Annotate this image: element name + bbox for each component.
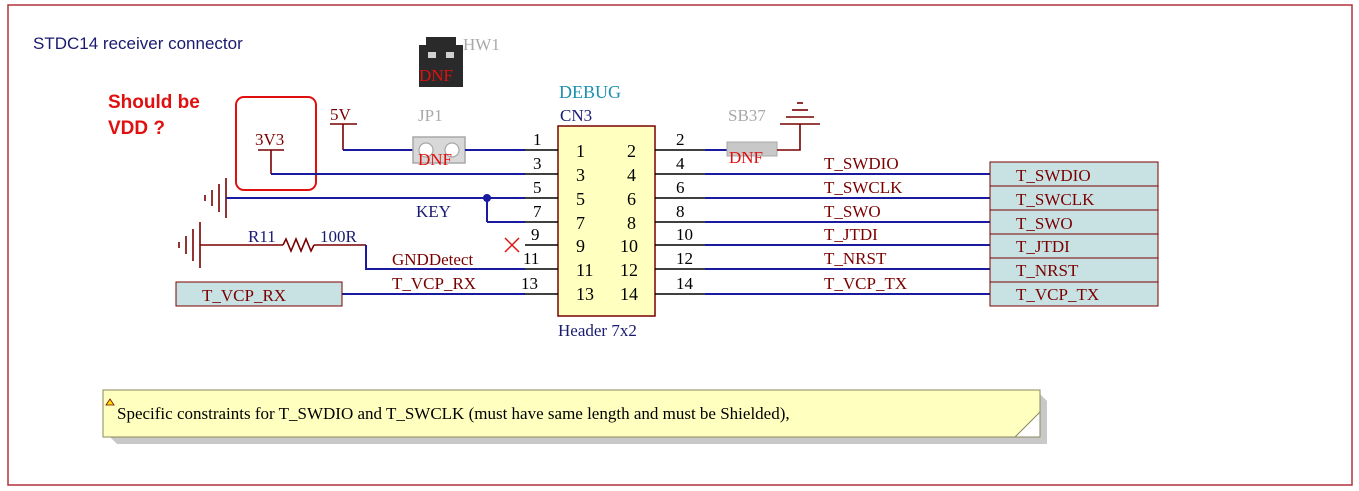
port-label: T_NRST bbox=[1016, 261, 1079, 280]
connector-value: Header 7x2 bbox=[558, 321, 637, 340]
hw1-ref: HW1 bbox=[463, 35, 500, 54]
wire-number: 8 bbox=[676, 202, 685, 221]
pin-number: 13 bbox=[576, 284, 594, 304]
hw1-jumper-cap-icon bbox=[419, 37, 463, 87]
net-label: T_VCP_TX bbox=[824, 274, 907, 293]
port-t-vcp-tx bbox=[989, 281, 1159, 307]
wire-number: 14 bbox=[676, 274, 694, 293]
pin-number: 4 bbox=[627, 165, 636, 185]
note-text: Specific constraints for T_SWDIO and T_S… bbox=[117, 404, 790, 423]
pin-number: 8 bbox=[627, 213, 636, 233]
r11-ref: R11 bbox=[248, 227, 276, 246]
net-label: T_NRST bbox=[824, 249, 887, 268]
port-label: T_VCP_TX bbox=[1016, 285, 1099, 304]
pin-number: 6 bbox=[627, 189, 636, 209]
port-label: T_SWCLK bbox=[1016, 190, 1095, 209]
sb37-dnf: DNF bbox=[729, 148, 763, 167]
pin-number: 10 bbox=[620, 236, 638, 256]
pin-number: 14 bbox=[620, 284, 638, 304]
net-label: T_SWCLK bbox=[824, 178, 903, 197]
wire-number: 4 bbox=[676, 154, 685, 173]
sheet-frame bbox=[7, 4, 1353, 486]
jp1-ref: JP1 bbox=[418, 106, 443, 125]
connector-body bbox=[557, 125, 656, 317]
pin-number: 7 bbox=[576, 213, 585, 233]
pin-number: 1 bbox=[576, 141, 585, 161]
power-5v: 5V bbox=[330, 105, 357, 150]
constraint-note: Specific constraints for T_SWDIO and T_S… bbox=[102, 389, 1047, 444]
power-3v3: 3V3 bbox=[255, 130, 284, 174]
port-t-jtdi bbox=[989, 233, 1159, 259]
right-port-labels: T_SWDIO T_SWCLK T_SWO T_JTDI T_NRST T_VC… bbox=[1016, 166, 1099, 304]
sheet-title: STDC14 receiver connector bbox=[33, 34, 243, 53]
pin-stubs bbox=[525, 149, 705, 295]
left-wire-numbers: 1 3 5 7 9 11 13 bbox=[521, 130, 542, 293]
ground-icon-r11 bbox=[178, 222, 201, 268]
port-t-swo bbox=[989, 209, 1159, 235]
right-net-labels: T_SWDIO T_SWCLK T_SWO T_JTDI T_NRST T_VC… bbox=[824, 154, 907, 293]
connector-function: DEBUG bbox=[559, 82, 621, 102]
pin-number: 12 bbox=[620, 260, 638, 280]
power-3v3-label: 3V3 bbox=[255, 130, 284, 149]
vcp-rx-net-label: T_VCP_RX bbox=[392, 274, 476, 293]
jp1-dnf: DNF bbox=[418, 150, 452, 169]
wire-number: 13 bbox=[521, 274, 538, 293]
pin-number: 2 bbox=[627, 141, 636, 161]
sb37-ref: SB37 bbox=[728, 106, 766, 125]
vdd-question-note: Should be VDD ? bbox=[108, 92, 317, 191]
pin-number: 11 bbox=[576, 260, 593, 280]
highlight-box bbox=[235, 96, 317, 191]
note-line-1: Should be bbox=[108, 92, 200, 113]
wire-number: 5 bbox=[533, 178, 542, 197]
connector-left-pins: 1 3 5 7 9 11 13 bbox=[576, 141, 594, 304]
net-label: T_SWDIO bbox=[824, 154, 899, 173]
pin-number: 9 bbox=[576, 236, 585, 256]
no-connect-icon bbox=[504, 237, 520, 253]
wire-number: 11 bbox=[523, 249, 539, 268]
right-ports bbox=[989, 161, 1159, 307]
port-t-vcp-rx-label: T_VCP_RX bbox=[202, 286, 286, 305]
port-label: T_SWO bbox=[1016, 214, 1073, 233]
port-t-vcp-rx: T_VCP_RX bbox=[175, 281, 343, 307]
sb37-solder-bridge bbox=[726, 141, 778, 157]
connector-refdes: CN3 bbox=[560, 106, 592, 125]
key-net-label: KEY bbox=[416, 202, 451, 221]
port-label: T_JTDI bbox=[1016, 237, 1070, 256]
connector-cn3: DEBUG CN3 Header 7x2 bbox=[557, 82, 656, 340]
connector-right-pins: 2 4 6 8 10 12 14 bbox=[620, 141, 638, 304]
pin-number: 3 bbox=[576, 165, 585, 185]
gnddetect-net-label: GNDDetect bbox=[392, 250, 473, 269]
pin-number: 5 bbox=[576, 189, 585, 209]
port-label: T_SWDIO bbox=[1016, 166, 1091, 185]
jp1-jumper bbox=[412, 136, 466, 164]
power-5v-label: 5V bbox=[330, 105, 352, 124]
wire-number: 12 bbox=[676, 249, 693, 268]
net-label: T_SWO bbox=[824, 202, 881, 221]
right-wire-numbers: 2 4 6 8 10 12 14 bbox=[676, 130, 694, 293]
resistor-r11-icon bbox=[282, 236, 315, 254]
right-wires bbox=[705, 173, 990, 295]
wire-number: 7 bbox=[533, 202, 542, 221]
ground-icon-sb37 bbox=[777, 102, 820, 151]
wire-number: 1 bbox=[533, 130, 542, 149]
wire-number: 3 bbox=[533, 154, 542, 173]
wire-number: 6 bbox=[676, 178, 685, 197]
wire-number: 10 bbox=[676, 225, 693, 244]
wire-number: 2 bbox=[676, 130, 685, 149]
port-t-swclk bbox=[989, 185, 1159, 211]
hw1-dnf: DNF bbox=[419, 66, 453, 85]
warning-icon bbox=[105, 398, 115, 406]
note-line-2: VDD ? bbox=[108, 118, 165, 139]
wire-number: 9 bbox=[531, 225, 540, 244]
r11-value: 100R bbox=[320, 227, 358, 246]
net-label: T_JTDI bbox=[824, 225, 878, 244]
